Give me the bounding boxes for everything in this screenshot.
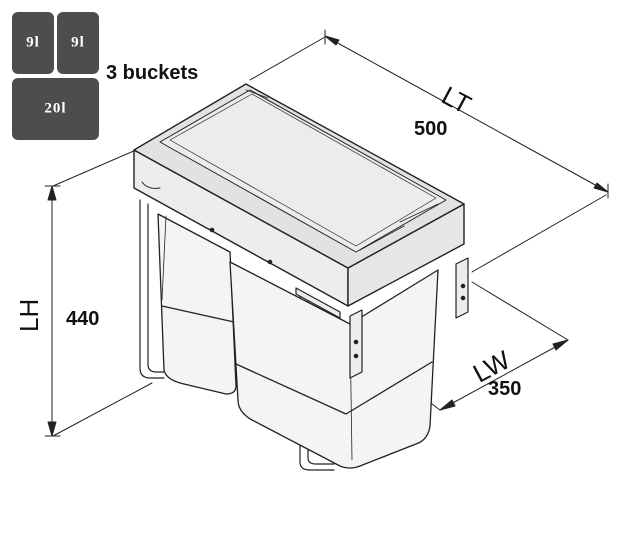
height-dimension-label: LH <box>14 298 44 332</box>
length-dimension-line <box>249 29 609 273</box>
bucket-tile-9l-right: 9l <box>57 12 99 74</box>
bucket-tile-9l-left: 9l <box>12 12 54 74</box>
left-bucket <box>157 213 237 395</box>
bucket-tile-20l: 20l <box>12 78 99 140</box>
width-dimension-line <box>359 281 569 411</box>
bucket-tile-label: 9l <box>71 34 85 51</box>
height-dimension-line <box>44 149 153 437</box>
height-dimension-value: 440 <box>66 308 100 330</box>
bucket-tile-label: 20l <box>44 100 67 117</box>
bucket-tile-label: 9l <box>26 34 40 51</box>
length-dimension-value: 500 <box>414 118 448 140</box>
frame-rails <box>139 199 335 471</box>
top-frame <box>133 83 466 359</box>
width-dimension-value: 350 <box>488 378 522 400</box>
right-bucket <box>229 261 439 469</box>
bucket-count-caption: 3 buckets <box>106 62 199 84</box>
